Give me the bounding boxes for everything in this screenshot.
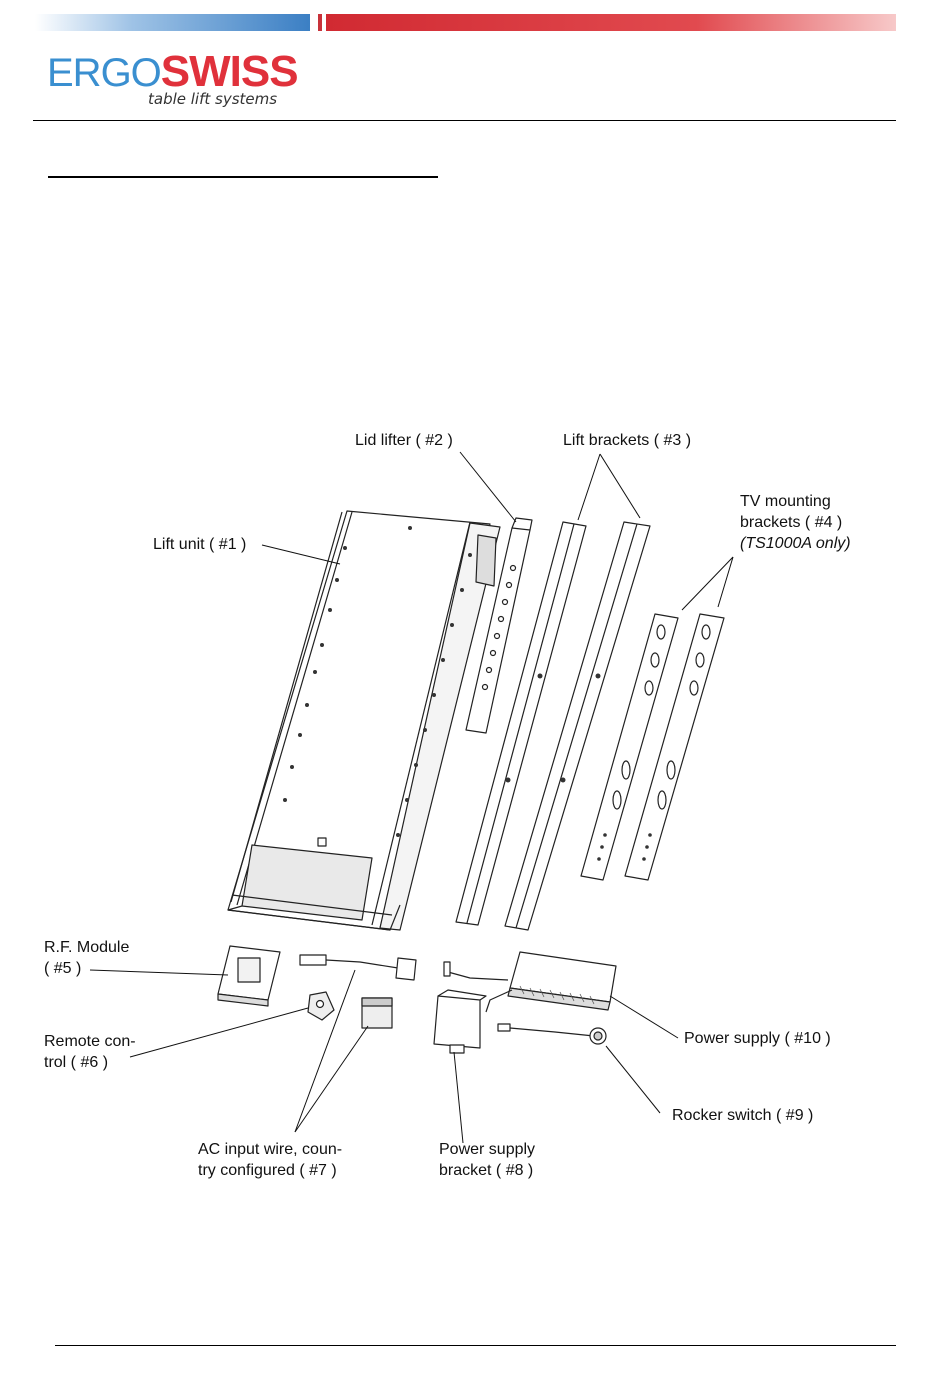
label-ps-bracket-1: Power supply bbox=[439, 1139, 535, 1160]
leader-ac-wire-plug bbox=[295, 1026, 368, 1132]
remote-control-drawing bbox=[308, 992, 334, 1020]
lift-unit-drawing bbox=[228, 511, 500, 930]
power-supply-bracket-drawing bbox=[434, 990, 486, 1053]
leader-rocker-switch bbox=[606, 1046, 660, 1113]
label-power-supply: Power supply ( #10 ) bbox=[684, 1028, 831, 1049]
label-ac-wire-2: try configured ( #7 ) bbox=[198, 1160, 337, 1181]
label-lift-brackets: Lift brackets ( #3 ) bbox=[563, 430, 691, 451]
leader-rf-module bbox=[90, 970, 228, 975]
label-tv-mounting-3: (TS1000A only) bbox=[740, 533, 851, 554]
leader-power-supply bbox=[610, 996, 678, 1038]
rf-module-drawing bbox=[218, 946, 280, 1006]
label-rocker-switch: Rocker switch ( #9 ) bbox=[672, 1105, 813, 1126]
label-rf-module-2: ( #5 ) bbox=[44, 958, 81, 979]
label-lid-lifter: Lid lifter ( #2 ) bbox=[355, 430, 453, 451]
label-lift-unit: Lift unit ( #1 ) bbox=[153, 534, 246, 555]
leader-remote-control bbox=[130, 1008, 308, 1057]
label-remote-2: trol ( #6 ) bbox=[44, 1052, 108, 1073]
rocker-switch-drawing bbox=[498, 1024, 606, 1044]
leader-lift-bracket-right bbox=[600, 454, 640, 518]
label-rf-module-1: R.F. Module bbox=[44, 937, 129, 958]
label-ac-wire-1: AC input wire, coun- bbox=[198, 1139, 342, 1160]
leader-lift-bracket-left bbox=[578, 454, 600, 520]
leader-lift-unit bbox=[262, 545, 340, 564]
label-remote-1: Remote con- bbox=[44, 1031, 136, 1052]
footer-divider bbox=[55, 1345, 896, 1346]
label-tv-mounting-2: brackets ( #4 ) bbox=[740, 512, 842, 533]
leader-lid-lifter bbox=[460, 452, 516, 522]
label-ps-bracket-2: bracket ( #8 ) bbox=[439, 1160, 533, 1181]
leader-ps-bracket bbox=[454, 1052, 463, 1143]
label-tv-mounting-1: TV mounting bbox=[740, 491, 831, 512]
